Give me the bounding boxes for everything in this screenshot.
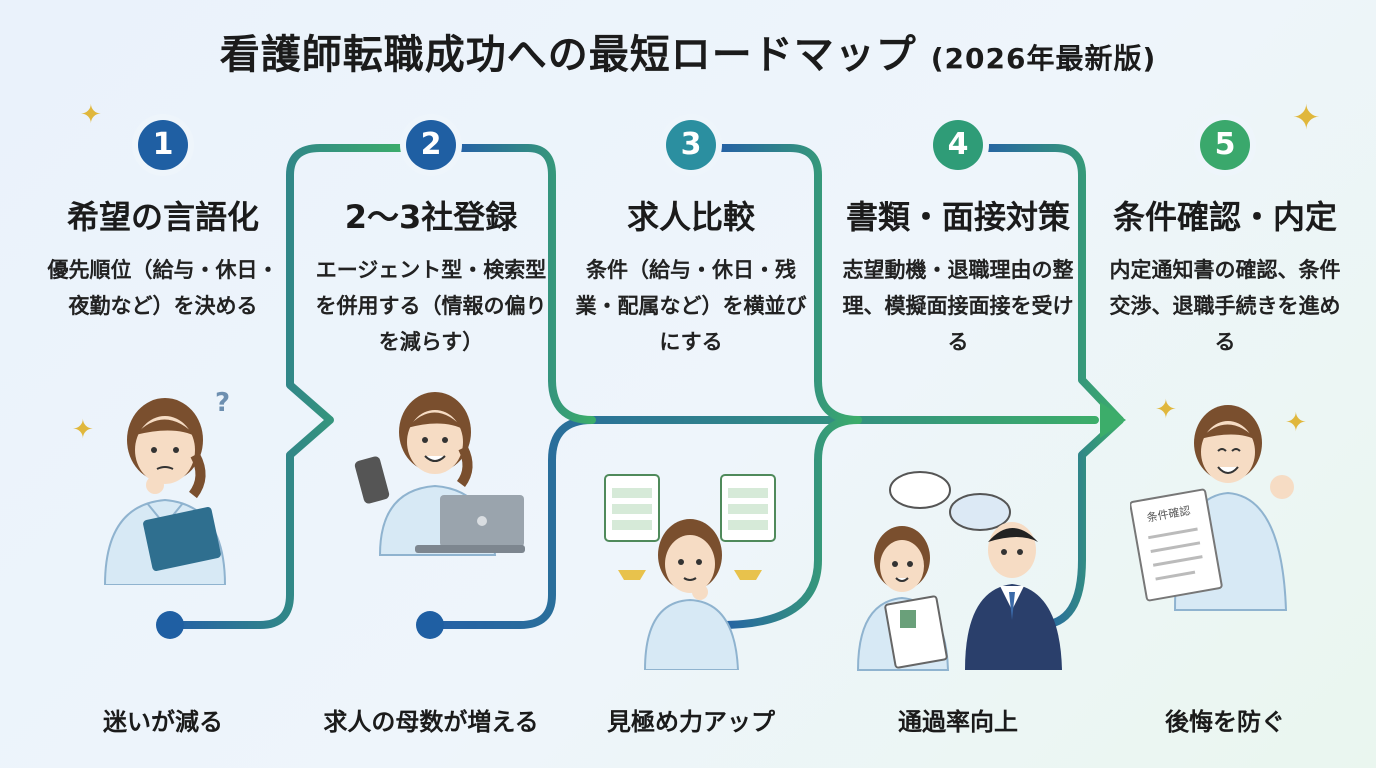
- step-5-title: 条件確認・内定: [1112, 198, 1337, 236]
- interview-icon: [856, 471, 1062, 671]
- step-3-description: 条件（給与・休日・残業・配属など）を横並びにする: [575, 258, 807, 354]
- step-2-title: 2〜3社登録: [344, 198, 518, 236]
- nurse-phone-laptop-icon: [354, 392, 525, 556]
- step-1-description: 優先順位（給与・休日・夜勤など）を決める: [47, 258, 279, 318]
- step-2: 2 2〜3社登録 エージェント型・検索型を併用する（情報の偏りを減らす）: [296, 120, 566, 360]
- sparkle-icon: ✦: [1285, 408, 1307, 438]
- step-3: 3 求人比較 条件（給与・休日・残業・配属など）を横並びにする: [556, 120, 826, 360]
- step-4-number-badge: 4: [933, 120, 983, 170]
- title-main: 看護師転職成功への最短ロードマップ: [219, 32, 917, 78]
- thinking-nurse-icon: [103, 398, 227, 585]
- sparkle-icon: ✦: [1292, 98, 1321, 138]
- sparkle-icon: ✦: [1155, 395, 1177, 425]
- compare-scale-icon: [604, 474, 776, 670]
- step-1: 1 希望の言語化 優先順位（給与・休日・夜勤など）を決める: [28, 120, 298, 324]
- step-1-outcome: 迷いが減る: [103, 708, 223, 736]
- path-segment-1: [166, 144, 409, 629]
- path-segment-4: [714, 144, 862, 424]
- path-start-dot-2: [416, 611, 444, 639]
- page-title: 看護師転職成功への最短ロードマップ (2026年最新版): [0, 22, 1376, 80]
- step-4-outcome: 通過率向上: [898, 708, 1018, 736]
- step-5-description: 内定通知書の確認、条件交渉、退職手続きを進める: [1109, 258, 1341, 354]
- title-sub: (2026年最新版): [930, 42, 1157, 75]
- step-5: 5 条件確認・内定 内定通知書の確認、条件交渉、退職手続きを進める: [1090, 120, 1360, 360]
- step-3-number-badge: 3: [666, 120, 716, 170]
- step-3-outcome: 見極め力アップ: [607, 708, 775, 736]
- sparkle-icon: ✦: [80, 100, 102, 130]
- step-5-number-badge: 5: [1200, 120, 1250, 170]
- step-4-title: 書類・面接対策: [845, 198, 1070, 236]
- path-segment-6: [716, 416, 862, 629]
- sparkle-icon: ✦: [72, 415, 94, 445]
- step-5-outcome: 後悔を防ぐ: [1165, 708, 1285, 736]
- step-2-outcome: 求人の母数が増える: [323, 708, 539, 736]
- path-segment-3: [454, 144, 596, 424]
- nurse-offer-letter-icon: 条件確認: [1130, 405, 1294, 611]
- path-start-dot-1: [156, 611, 184, 639]
- step-4-description: 志望動機・退職理由の整理、模擬面接面接を受ける: [842, 258, 1074, 354]
- path-segment-5: [974, 144, 1124, 424]
- step-2-description: エージェント型・検索型を併用する（情報の偏りを減らす）: [315, 258, 547, 354]
- step-2-number-badge: 2: [406, 120, 456, 170]
- step-4: 4 書類・面接対策 志望動機・退職理由の整理、模擬面接面接を受ける: [823, 120, 1093, 360]
- question-mark-icon: ?: [215, 388, 231, 418]
- step-1-title: 希望の言語化: [66, 198, 259, 236]
- step-1-number-badge: 1: [138, 120, 188, 170]
- step-3-title: 求人比較: [626, 198, 755, 236]
- path-arrowhead: [1100, 402, 1126, 438]
